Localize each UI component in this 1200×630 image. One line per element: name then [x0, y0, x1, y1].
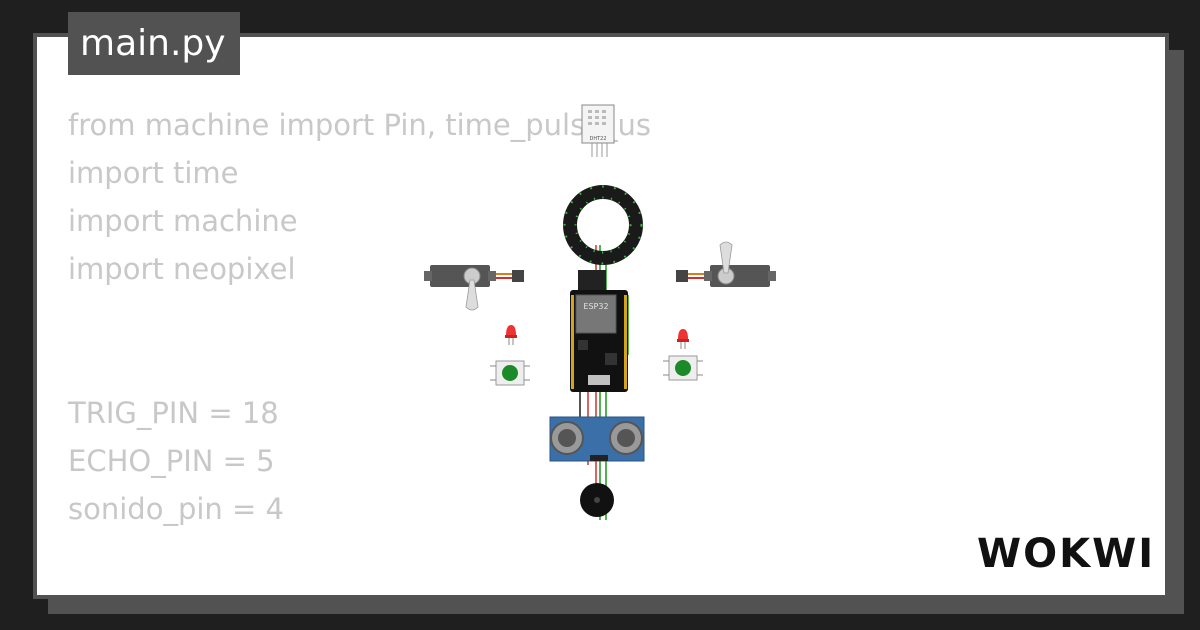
esp32-board[interactable]: ESP32	[570, 270, 628, 392]
led-right[interactable]	[677, 329, 689, 349]
neopixel-ring[interactable]	[563, 185, 643, 265]
code-line: import neopixel	[68, 252, 296, 286]
code-line: import time	[68, 156, 239, 190]
code-line: sonido_pin = 4	[68, 492, 284, 526]
pushbutton-left[interactable]	[490, 360, 530, 386]
code-line: ECHO_PIN = 5	[68, 444, 275, 478]
file-name-tab: main.py	[68, 12, 240, 75]
code-preview: from machine import Pin, time_pulse_us i…	[68, 101, 651, 533]
dht22-label: DHT22	[589, 136, 606, 142]
code-line: from machine import Pin, time_pulse_us	[68, 108, 652, 142]
pushbutton-right[interactable]	[663, 355, 703, 381]
code-line: import machine	[68, 204, 298, 238]
ultrasonic-sensor[interactable]	[549, 416, 645, 462]
dht22-sensor[interactable]: DHT22	[581, 104, 615, 157]
servo-left[interactable]	[424, 265, 524, 311]
wokwi-logo-text: WOKWI	[977, 531, 1151, 577]
wokwi-logo: WOKWI	[977, 531, 1151, 577]
code-line: TRIG_PIN = 18	[68, 396, 279, 430]
buzzer[interactable]	[580, 483, 614, 517]
esp32-label: ESP32	[583, 302, 608, 311]
led-left[interactable]	[505, 325, 517, 345]
circuit-diagram: DHT22 ESP32	[424, 104, 776, 520]
servo-right[interactable]	[676, 241, 776, 287]
